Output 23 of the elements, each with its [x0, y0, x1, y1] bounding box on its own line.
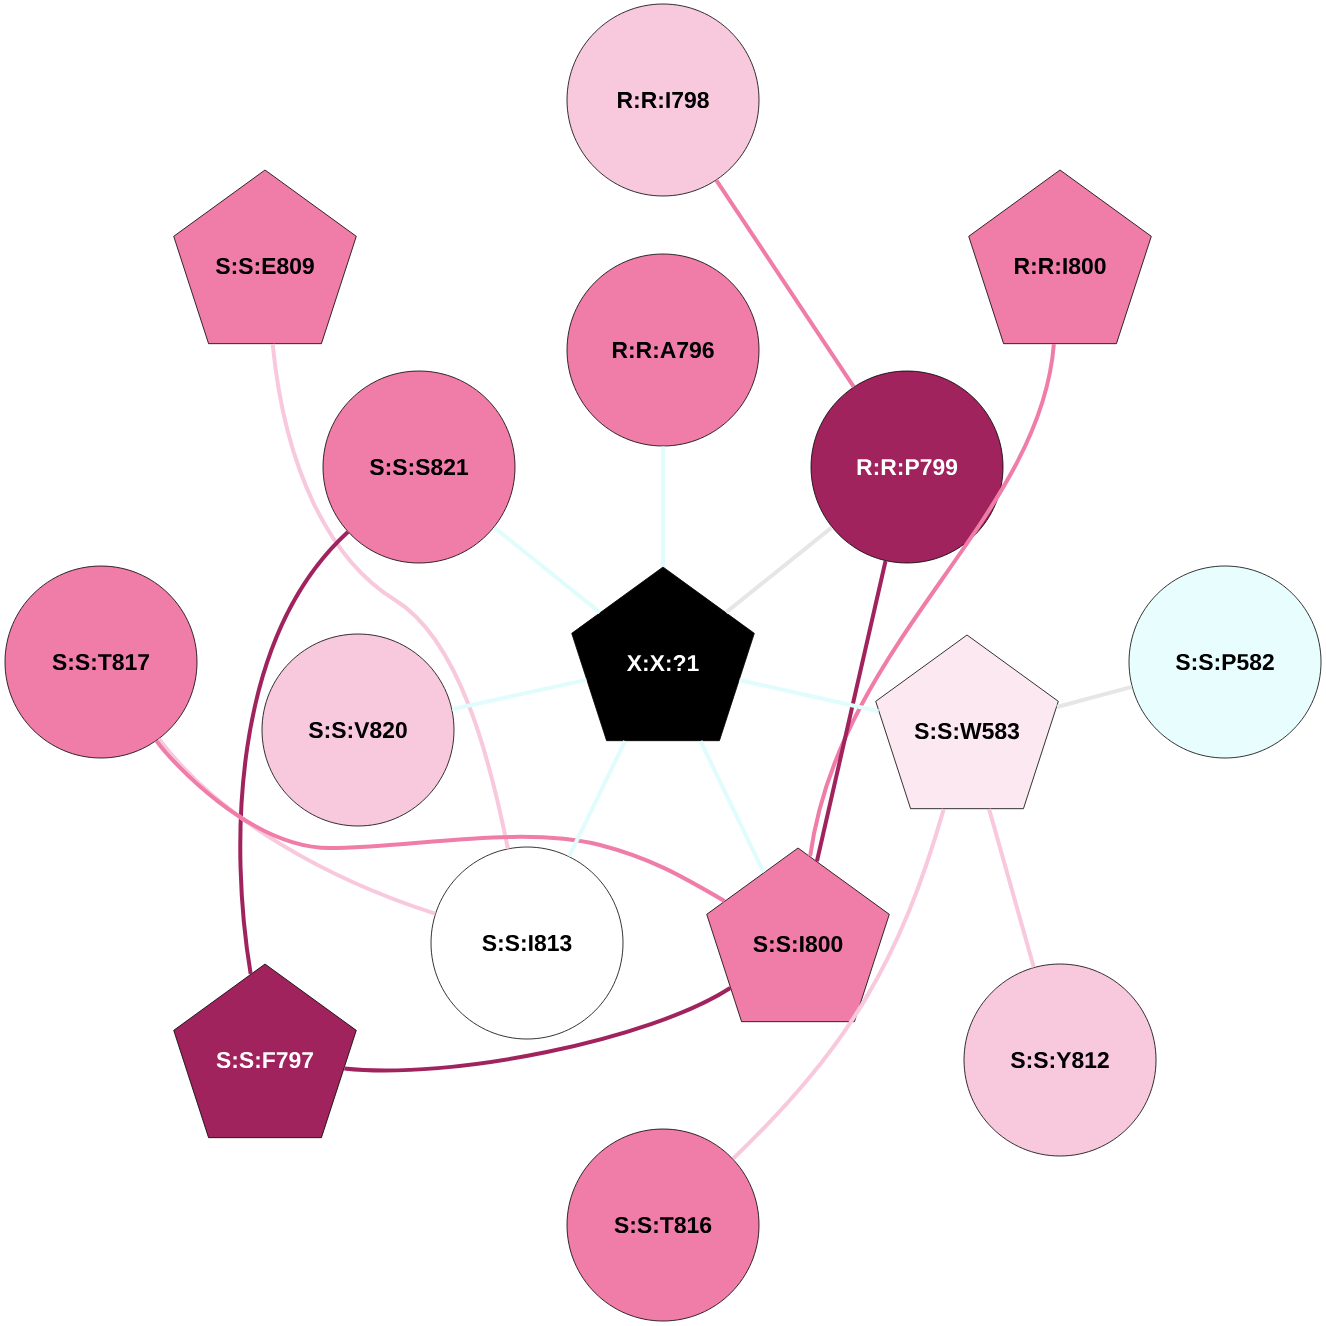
residue-pentagon: X:X:?1 — [571, 566, 755, 742]
residue-pentagon: S:S:I800 — [706, 847, 890, 1023]
edge-line — [492, 525, 602, 614]
edge-line — [808, 343, 1056, 857]
edge-line — [270, 343, 510, 849]
edge-line — [238, 530, 350, 975]
edge-line — [567, 740, 627, 858]
edge-line — [987, 808, 1036, 968]
edge-line — [451, 677, 587, 712]
edge-line — [731, 808, 946, 1161]
residue-pentagon: S:S:E809 — [173, 169, 357, 345]
edge-line — [154, 739, 726, 903]
edge-line — [344, 986, 732, 1073]
edge-line — [739, 678, 879, 714]
edge-line — [698, 740, 766, 874]
residue-pentagon: S:S:W583 — [875, 634, 1059, 810]
edge-line — [714, 179, 856, 388]
edge-line — [724, 525, 834, 614]
edge-line — [1056, 684, 1133, 709]
edge-line — [157, 737, 436, 916]
residue-pentagon: R:R:I800 — [968, 169, 1152, 345]
residue-pentagon: S:S:F797 — [173, 963, 357, 1139]
edge-line — [814, 560, 888, 862]
